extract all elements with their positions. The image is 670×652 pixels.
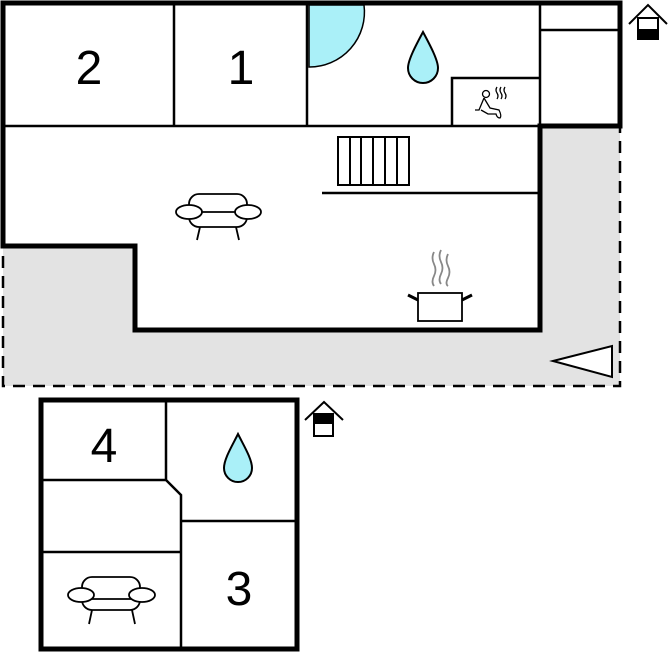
sofa-icon xyxy=(67,576,156,625)
door-swing-icon xyxy=(308,4,366,68)
house-entrance-icon xyxy=(628,3,668,40)
terrace-arrow-icon xyxy=(549,344,613,379)
room-label-2: 2 xyxy=(76,42,103,95)
room-label-3: 3 xyxy=(226,563,253,616)
stairs-icon xyxy=(337,136,410,186)
sofa-icon xyxy=(175,193,262,241)
room-label-4: 4 xyxy=(91,420,118,473)
water-drop-icon xyxy=(406,29,440,84)
water-drop-icon xyxy=(222,431,254,483)
room-label-1: 1 xyxy=(228,42,255,95)
house-entrance-icon xyxy=(304,400,344,437)
upper-floor: 2 1 xyxy=(0,0,623,333)
cooking-pot-icon xyxy=(407,249,473,322)
lower-floor: 4 3 xyxy=(38,397,300,652)
sauna-icon xyxy=(475,86,507,119)
